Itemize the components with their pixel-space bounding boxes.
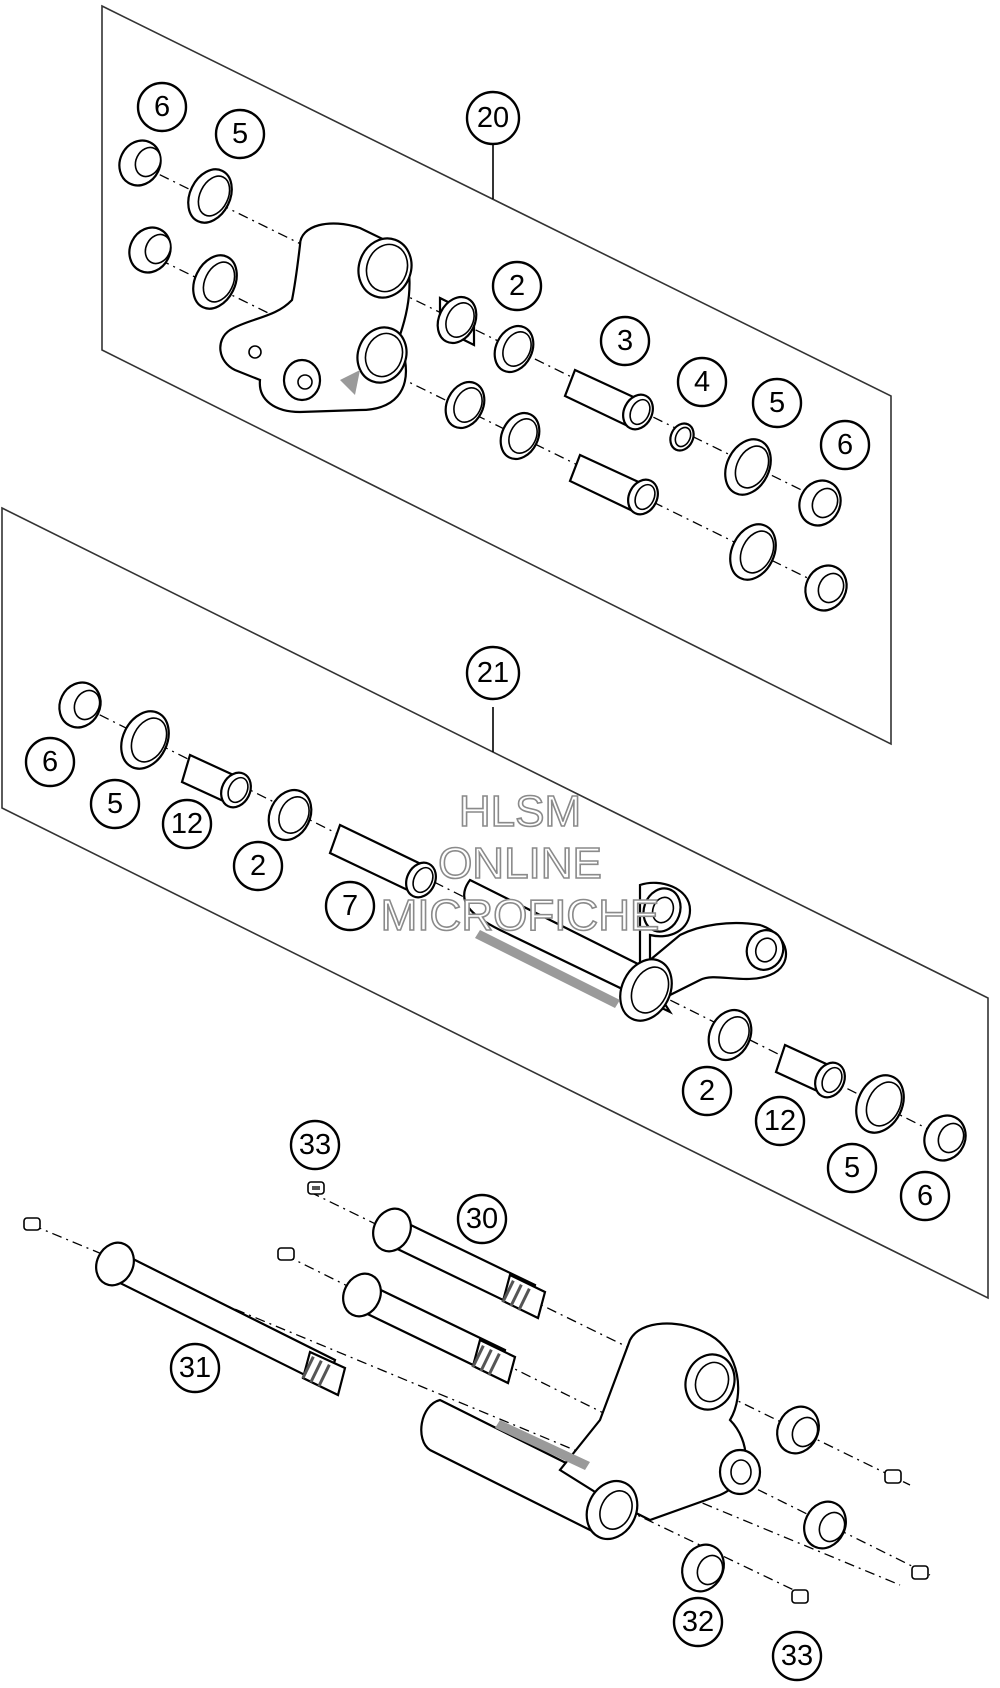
callout-32: 32 <box>672 1596 724 1648</box>
bearing-top-right-2 <box>804 564 848 612</box>
svg-text:31: 31 <box>179 1352 211 1384</box>
screw-33-right-b <box>911 1565 929 1580</box>
sleeve-mid-left <box>180 753 252 809</box>
svg-text:5: 5 <box>769 387 785 419</box>
screw-33-left <box>23 1217 41 1231</box>
callout-6-top-right: 6 <box>819 419 871 471</box>
callout-5-top-left: 5 <box>214 108 266 160</box>
svg-text:12: 12 <box>764 1105 796 1137</box>
callout-21: 21 <box>465 645 521 701</box>
svg-text:2: 2 <box>250 850 266 882</box>
callout-5-top-right: 5 <box>751 377 803 429</box>
callout-4-top: 4 <box>676 356 728 408</box>
bolt-30 <box>372 1207 547 1320</box>
bearing-top-left-2 <box>128 226 172 274</box>
watermark: HLSM ONLINE MICROFICHE <box>380 786 660 941</box>
svg-text:33: 33 <box>781 1640 813 1672</box>
callout-12-mid-right: 12 <box>754 1095 806 1147</box>
svg-text:20: 20 <box>477 102 509 134</box>
screw-33-mid <box>277 1247 295 1261</box>
svg-text:32: 32 <box>682 1606 714 1638</box>
svg-text:6: 6 <box>917 1180 933 1212</box>
callout-31: 31 <box>169 1342 221 1394</box>
assembled-linkage <box>420 1322 762 1541</box>
screw-33-bottom <box>791 1589 809 1604</box>
callout-12-mid-left: 12 <box>161 798 213 850</box>
svg-text:5: 5 <box>232 118 248 150</box>
seal-top-left-2 <box>192 254 238 310</box>
bushing-mid-left <box>267 788 313 842</box>
callout-2-top: 2 <box>491 260 543 312</box>
assembly-20-parts <box>118 139 848 612</box>
svg-text:21: 21 <box>477 657 509 689</box>
callout-33-lower: 33 <box>771 1630 823 1682</box>
callout-20: 20 <box>465 90 521 146</box>
watermark-line-2: ONLINE <box>438 839 602 888</box>
sleeve-mid-right <box>774 1043 846 1099</box>
nut-right-upper <box>776 1405 820 1455</box>
svg-text:6: 6 <box>837 429 853 461</box>
watermark-line-1: HLSM <box>459 787 581 836</box>
callout-6-mid-left: 6 <box>24 736 76 788</box>
pull-rod-link-top <box>219 222 413 414</box>
svg-text:3: 3 <box>617 325 633 357</box>
svg-text:33: 33 <box>299 1129 331 1161</box>
callout-33-upper: 33 <box>289 1119 341 1171</box>
seal-top-left-1 <box>187 168 233 224</box>
svg-text:5: 5 <box>107 788 123 820</box>
bushing-top-2a <box>444 380 486 430</box>
callout-5-mid-left: 5 <box>89 778 141 830</box>
svg-text:6: 6 <box>154 91 170 123</box>
bushing-top-1b <box>493 324 535 374</box>
svg-text:12: 12 <box>171 808 203 840</box>
svg-text:2: 2 <box>509 270 525 302</box>
svg-text:4: 4 <box>694 366 710 398</box>
lever-arm-mid <box>463 878 788 1022</box>
panel-assembly-20 <box>101 4 892 746</box>
bearing-mid-left <box>58 681 102 729</box>
sleeve-top-1 <box>563 368 654 431</box>
callout-2-mid-left: 2 <box>232 840 284 892</box>
callout-2-mid-right: 2 <box>681 1065 733 1117</box>
callout-7-mid: 7 <box>324 880 376 932</box>
callout-6-top-left: 6 <box>136 81 188 133</box>
bottom-hardware <box>23 1181 931 1604</box>
sleeve-mid-7 <box>328 823 437 899</box>
svg-text:2: 2 <box>699 1075 715 1107</box>
bushing-mid-right <box>707 1008 753 1062</box>
callout-30: 30 <box>456 1193 508 1245</box>
nut-32 <box>681 1543 725 1593</box>
screw-33-top <box>307 1181 325 1195</box>
seal-mid-left <box>120 710 170 770</box>
callout-6-mid-right: 6 <box>899 1170 951 1222</box>
screw-33-right-a <box>884 1469 902 1484</box>
bearing-mid-right <box>923 1114 967 1162</box>
sleeve-top-2 <box>568 453 659 516</box>
svg-text:7: 7 <box>342 890 358 922</box>
svg-text:5: 5 <box>844 1152 860 1184</box>
panel-assembly-21 <box>1 506 989 1300</box>
svg-text:6: 6 <box>42 746 58 778</box>
watermark-line-3: MICROFICHE <box>381 891 660 940</box>
bearing-top-left-1 <box>118 139 162 187</box>
callout-3-top: 3 <box>599 315 651 367</box>
nut-right-lower <box>803 1500 847 1550</box>
seal-top-right-1 <box>724 438 772 496</box>
bolt-30-lower <box>342 1272 517 1385</box>
callout-5-mid-right: 5 <box>826 1142 878 1194</box>
bushing-top-1a <box>436 295 478 347</box>
bearing-top-right-1 <box>798 479 842 527</box>
bushing-top-2b <box>499 411 541 461</box>
bolt-31 <box>95 1241 347 1397</box>
ring-top <box>669 422 695 452</box>
assembly-21-parts <box>58 681 967 1162</box>
seal-top-right-2 <box>729 523 777 581</box>
svg-text:30: 30 <box>466 1203 498 1235</box>
seal-mid-right <box>855 1074 905 1134</box>
